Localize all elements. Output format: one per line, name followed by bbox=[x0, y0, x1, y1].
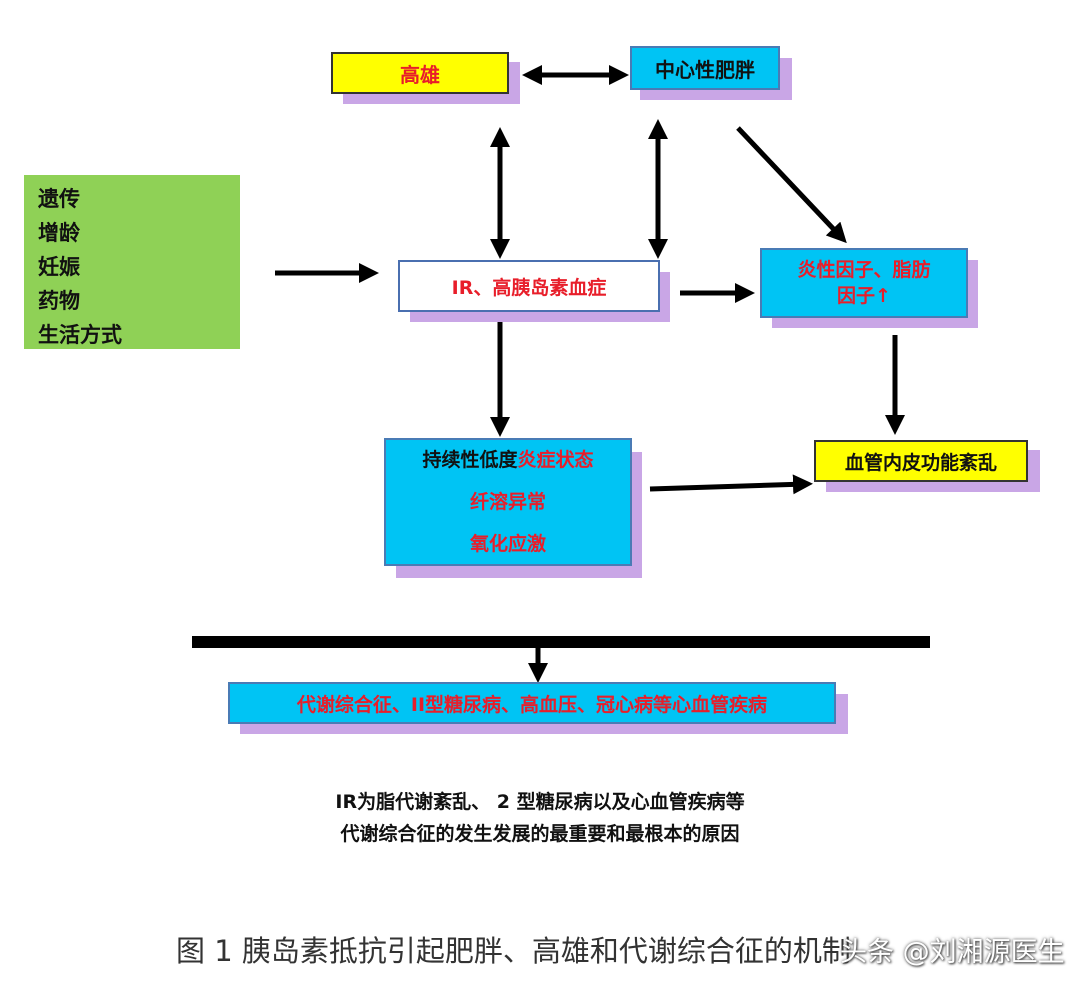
factor-item: 生活方式 bbox=[38, 323, 122, 347]
node-gaoxiong: 高雄 bbox=[331, 52, 509, 94]
chronic-line2: 纤溶异常 bbox=[469, 491, 546, 513]
arrow-central-inflammatory bbox=[736, 126, 847, 244]
node-chronic: 持续性低度炎症状态 纤溶异常 氧化应激 bbox=[384, 438, 632, 566]
node-ir: IR、高胰岛素血症 bbox=[398, 260, 660, 312]
chronic-line1-b: 炎症状态 bbox=[517, 449, 594, 471]
note-line2: 代谢综合征的发生发展的最重要和最根本的原因 bbox=[340, 823, 740, 845]
node-vascular: 血管内皮功能紊乱 bbox=[814, 440, 1028, 482]
factors-box bbox=[24, 175, 240, 349]
chronic-line1-a: 持续性低度 bbox=[422, 449, 518, 471]
factor-item: 增龄 bbox=[38, 221, 80, 245]
figure-caption: 图 1 胰岛素抵抗引起肥胖、高雄和代谢综合征的机制 bbox=[176, 934, 851, 968]
inflammatory-line1: 炎性因子、脂肪 bbox=[797, 259, 931, 281]
arrow-chronic-vascular bbox=[649, 474, 813, 495]
note-line1: IR为脂代谢紊乱、 2 型糖尿病以及心血管疾病等 bbox=[335, 791, 745, 813]
node-metabolic: 代谢综合征、II型糖尿病、高血压、冠心病等心血管疾病 bbox=[228, 682, 836, 724]
inflammatory-line2: 因子↑ bbox=[837, 285, 891, 307]
chronic-line3: 氧化应激 bbox=[469, 533, 546, 555]
factors-list: 遗传 增龄 妊娠 药物 生活方式 bbox=[38, 182, 122, 352]
factor-item: 遗传 bbox=[38, 187, 80, 211]
watermark: 头条 @刘湘源医生 bbox=[840, 937, 1065, 968]
chronic-line1: 持续性低度炎症状态 bbox=[422, 439, 593, 481]
factor-item: 药物 bbox=[38, 289, 80, 313]
node-inflammatory: 炎性因子、脂肪 因子↑ bbox=[760, 248, 968, 318]
factor-item: 妊娠 bbox=[38, 255, 80, 279]
node-central-obesity: 中心性肥胖 bbox=[630, 46, 780, 90]
